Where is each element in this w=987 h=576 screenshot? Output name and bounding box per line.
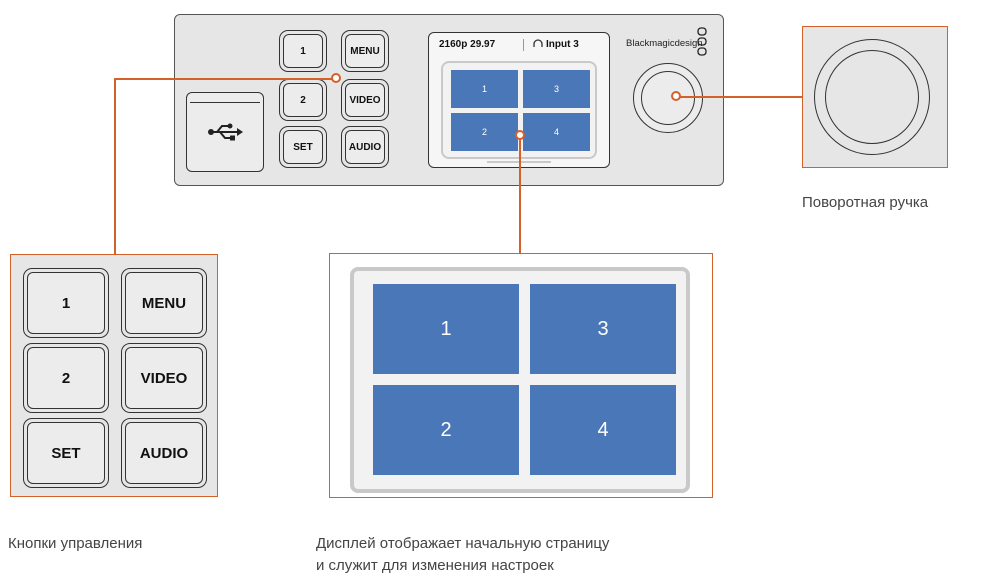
zoom-audio-label: AUDIO (139, 444, 189, 462)
zoom-set-button: SET (23, 418, 109, 488)
brand-name: Blackmagicdesign (626, 38, 703, 49)
buttons-leader-horizontal (114, 78, 336, 80)
display-zoom-frame: 1 3 2 4 (350, 267, 690, 493)
button-2[interactable]: 2 (279, 79, 327, 121)
display-caption-line-2: и служит для изменения настроек (316, 557, 554, 574)
usb-port-top (190, 92, 260, 103)
screen-tile-3: 3 (523, 70, 590, 108)
knob-leader-horizontal (676, 96, 802, 98)
display-leader-vertical (519, 135, 521, 253)
audio-button-label: AUDIO (348, 141, 382, 153)
screen-tile-2: 2 (451, 113, 518, 151)
buttons-leader-dot (331, 73, 341, 83)
zoom-tile-2: 2 (373, 385, 519, 475)
input-indicator: Input 3 (533, 39, 579, 50)
display-zoom-box: 1 3 2 4 (329, 253, 713, 498)
set-button[interactable]: SET (279, 126, 327, 168)
screen-tile-1: 1 (451, 70, 518, 108)
zoom-button-2: 2 (23, 343, 109, 413)
menu-button-label: MENU (350, 45, 380, 57)
audio-button[interactable]: AUDIO (341, 126, 389, 168)
headphones-icon (533, 39, 543, 47)
rotary-knob-inner (641, 71, 695, 125)
display-leader-dot (515, 130, 525, 140)
zoom-tile-4: 4 (530, 385, 676, 475)
zoom-video-label: VIDEO (140, 369, 188, 387)
zoom-tile-1-label: 1 (440, 317, 452, 340)
video-format-label: 2160p 29.97 (439, 39, 496, 50)
usb-icon (208, 123, 243, 141)
buttons-caption: Кнопки управления (8, 535, 143, 552)
zoom-tile-4-label: 4 (597, 418, 609, 441)
screen-tile-frame: 1 3 2 4 (441, 61, 597, 159)
screen-tile-4: 4 (523, 113, 590, 151)
brand-label: Blackmagicdesign (626, 38, 703, 49)
screen-tile-4-label: 4 (553, 127, 559, 137)
screen-tile-1-label: 1 (481, 84, 487, 94)
button-1-label: 1 (300, 45, 306, 57)
zoom-button-1-label: 1 (61, 294, 71, 312)
button-2-label: 2 (300, 94, 306, 106)
brand-logo-icon (697, 27, 707, 56)
zoom-button-2-label: 2 (61, 369, 71, 387)
screen-tile-3-label: 3 (553, 84, 559, 94)
screen-tile-2-label: 2 (481, 127, 487, 137)
zoom-menu-label: MENU (141, 294, 187, 312)
zoom-audio-button: AUDIO (121, 418, 207, 488)
knob-caption: Поворотная ручка (802, 194, 929, 211)
button-1[interactable]: 1 (279, 30, 327, 72)
knob-zoom-box (802, 26, 948, 168)
display-caption-line-1: Дисплей отображает начальную страницу (316, 535, 610, 552)
zoom-tile-3: 3 (530, 284, 676, 374)
zoom-set-label: SET (51, 444, 81, 462)
input-label: Input 3 (546, 39, 579, 50)
usb-port (186, 92, 264, 172)
knob-leader-dot (671, 91, 681, 101)
menu-button[interactable]: MENU (341, 30, 389, 72)
zoom-tile-1: 1 (373, 284, 519, 374)
buttons-leader-vertical (114, 78, 116, 254)
zoom-video-button: VIDEO (121, 343, 207, 413)
set-button-label: SET (293, 141, 313, 153)
buttons-zoom-box: 1 MENU 2 VIDEO SET AUDIO (10, 254, 218, 497)
zoom-menu-button: MENU (121, 268, 207, 338)
zoom-tile-2-label: 2 (440, 418, 452, 441)
zoom-button-1: 1 (23, 268, 109, 338)
knob-zoom-inner (825, 50, 919, 144)
video-button-label: VIDEO (349, 94, 381, 106)
header-divider (523, 39, 524, 51)
zoom-tile-3-label: 3 (597, 317, 609, 340)
video-button[interactable]: VIDEO (341, 79, 389, 121)
